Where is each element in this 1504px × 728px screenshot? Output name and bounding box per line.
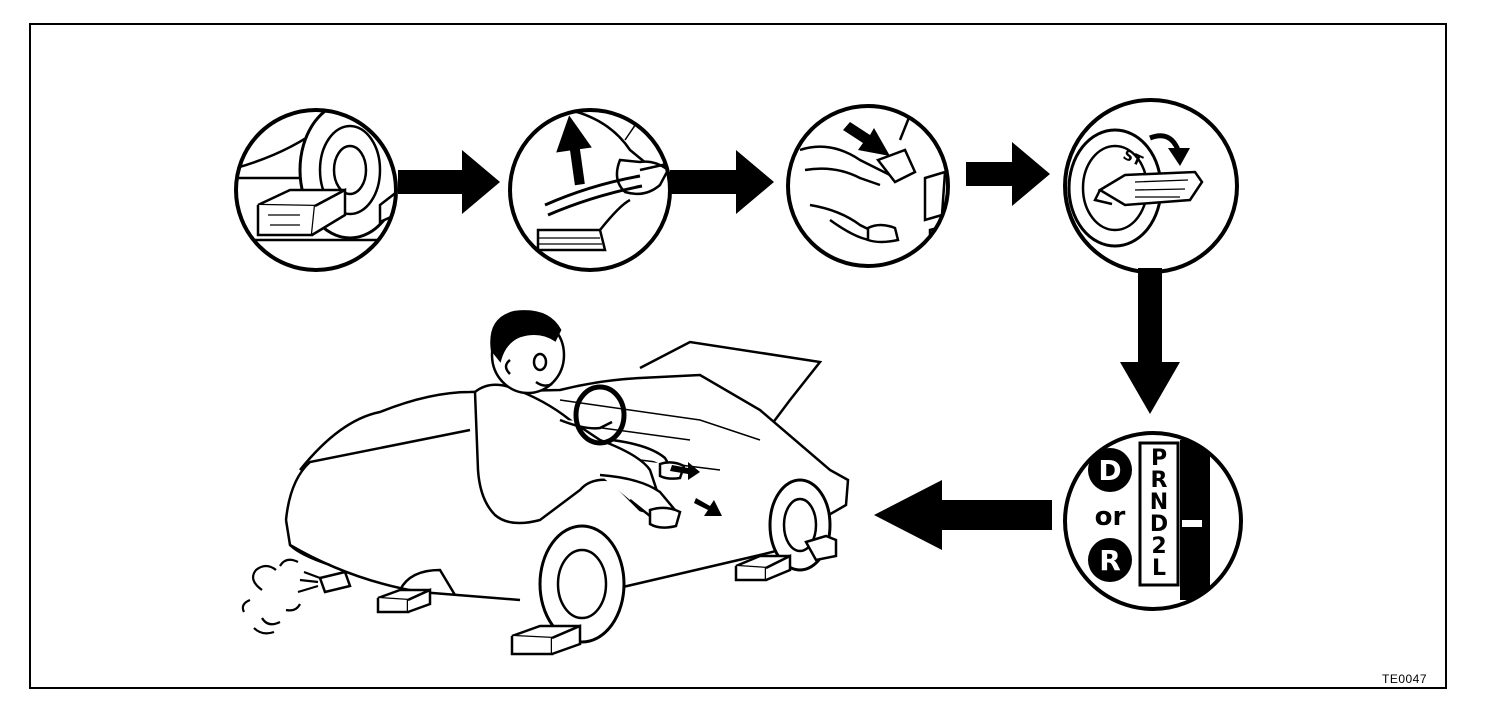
- shift-choice: D or R: [1088, 448, 1132, 582]
- arrow-down-icon: [1120, 268, 1180, 414]
- rotate-arrow-icon: [1149, 133, 1181, 152]
- arrow-left-icon: [874, 480, 1052, 550]
- ignition-start-label: ST: [1120, 147, 1145, 170]
- driver: [473, 310, 686, 529]
- gear-position-d: D: [1150, 512, 1168, 537]
- car-scene: [241, 310, 850, 656]
- gear-indicator: [1182, 520, 1202, 527]
- exhaust-pipe: [318, 570, 352, 594]
- gear-position-p: P: [1151, 446, 1167, 471]
- step-5-circle: [1063, 431, 1243, 611]
- step-3-circle: [786, 104, 950, 268]
- arrow-down-right-icon: [843, 122, 890, 156]
- wheel-chocks: [376, 534, 838, 656]
- step-2-parking-brake: [508, 108, 672, 272]
- arrow-right-icon: [966, 142, 1050, 206]
- rear-wheel: [538, 524, 626, 644]
- gear-position-l: L: [1152, 556, 1166, 581]
- gear-position-r: R: [1151, 468, 1168, 493]
- diagram-frame: [29, 23, 1447, 689]
- gear-gate: [1138, 441, 1180, 587]
- step-5-shift-lever: D or R P R N D 2 L: [1063, 431, 1243, 611]
- step-1-chock-wheels: [234, 108, 398, 272]
- arrow-right-icon: [670, 150, 774, 214]
- gear-option-d: D: [1098, 454, 1121, 487]
- step-3-brake-pedal: [786, 104, 950, 268]
- arrow-right-icon: [398, 150, 500, 214]
- pedal-arrow-icon: [670, 462, 700, 480]
- step-1-circle: [234, 108, 398, 272]
- gear-option-r: R: [1099, 544, 1121, 577]
- figure-code: TE0047: [1382, 672, 1428, 686]
- gear-position-n: N: [1150, 490, 1168, 515]
- pedal-arrow-icon: [694, 498, 722, 516]
- step-4-ignition-start: ST: [1063, 98, 1239, 274]
- gear-position-2: 2: [1151, 534, 1166, 559]
- open-hood: [639, 340, 823, 441]
- arrow-up-icon: [556, 115, 592, 186]
- or-label: or: [1095, 502, 1126, 532]
- exhaust-smoke: [241, 558, 321, 635]
